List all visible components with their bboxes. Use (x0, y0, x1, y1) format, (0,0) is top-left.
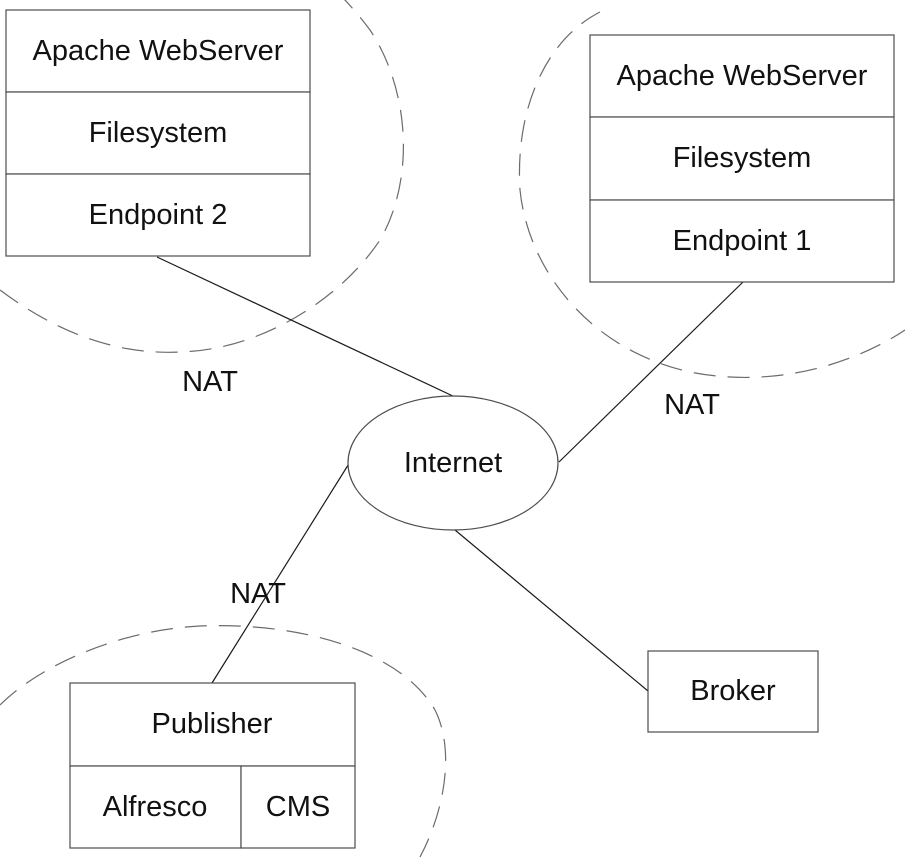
endpoint1-filesystem-label: Filesystem (673, 142, 812, 174)
link-internet-broker (454, 529, 649, 692)
endpoint2-name-label: Endpoint 2 (89, 199, 228, 231)
endpoint1-nat-boundary (518, 11, 905, 378)
publisher-alfresco-label: Alfresco (103, 791, 208, 823)
publisher-stack: Publisher Alfresco CMS (69, 682, 356, 849)
endpoint2-nat-boundary (0, 0, 404, 353)
broker-label: Broker (690, 675, 776, 707)
internet-node (347, 395, 559, 531)
nat-label-publisher: NAT (230, 578, 286, 610)
nat-label-endpoint1: NAT (664, 389, 720, 421)
publisher-nat-boundary (0, 625, 447, 857)
endpoint2-endpoint-box (5, 173, 311, 257)
endpoint1-webserver-label: Apache WebServer (617, 60, 868, 92)
link-endpoint2-internet (156, 256, 456, 398)
endpoint2-stack: Apache WebServer Filesystem Endpoint 2 (5, 9, 311, 257)
publisher-title-label: Publisher (152, 708, 273, 740)
endpoint1-webserver-box (589, 34, 895, 118)
endpoint2-filesystem-box (5, 91, 311, 175)
endpoint2-webserver-box (5, 9, 311, 93)
endpoint1-stack: Apache WebServer Filesystem Endpoint 1 (589, 34, 895, 283)
internet-label: Internet (404, 447, 502, 479)
publisher-cms-box (240, 765, 356, 849)
endpoint1-name-label: Endpoint 1 (673, 225, 812, 257)
publisher-alfresco-box (69, 765, 242, 849)
endpoint1-filesystem-box (589, 116, 895, 201)
link-endpoint1-internet (558, 281, 744, 463)
publisher-title-box (69, 682, 356, 767)
broker-box (647, 650, 819, 733)
endpoint2-filesystem-label: Filesystem (89, 117, 228, 149)
endpoint1-endpoint-box (589, 199, 895, 283)
publisher-cms-label: CMS (266, 791, 330, 823)
link-internet-publisher (211, 461, 351, 684)
nat-label-endpoint2: NAT (182, 366, 238, 398)
endpoint2-webserver-label: Apache WebServer (33, 35, 284, 67)
